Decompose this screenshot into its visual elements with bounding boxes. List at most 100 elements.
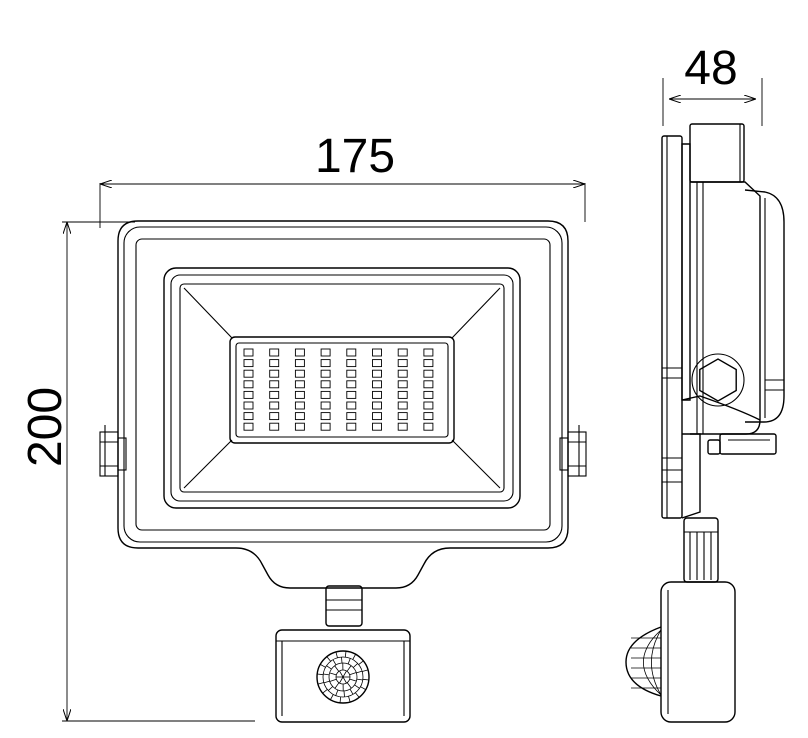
led-chip xyxy=(294,390,305,399)
led-chip xyxy=(320,380,331,389)
led-chip xyxy=(372,348,382,357)
lens-facet xyxy=(335,689,339,696)
led-chip xyxy=(320,369,331,378)
lens-facet xyxy=(317,682,324,685)
lens-facet xyxy=(342,676,347,684)
side-pir-lens-facets xyxy=(631,629,662,696)
lens-facet xyxy=(342,670,347,678)
lens-facet xyxy=(362,678,369,681)
side-bolt-washer xyxy=(691,353,745,407)
led-chip xyxy=(243,412,254,421)
led-chip xyxy=(423,380,434,389)
led-chip xyxy=(372,401,382,410)
lens-facet xyxy=(353,663,358,668)
hex-bolt-icon xyxy=(699,358,737,402)
lens-facet xyxy=(323,680,330,684)
led-chip xyxy=(320,412,331,421)
lens-facet xyxy=(349,672,357,676)
reflector-bevels xyxy=(183,287,501,489)
led-chip xyxy=(320,390,331,399)
lens-facet xyxy=(339,676,344,684)
lens-facet xyxy=(329,678,337,682)
led-chip xyxy=(269,380,280,389)
reflector-inner xyxy=(179,283,505,493)
led-chip xyxy=(346,401,357,410)
sensor-stem xyxy=(325,585,363,627)
lens-facet xyxy=(343,690,345,697)
led-chip xyxy=(320,359,331,368)
lens-facet xyxy=(339,696,342,703)
led-chip xyxy=(397,348,408,357)
lens-facet xyxy=(346,682,352,689)
led-chip xyxy=(269,369,280,378)
lens-facet xyxy=(347,658,351,665)
led-chip xyxy=(320,348,331,357)
lens-facet xyxy=(352,654,356,660)
led-chip xyxy=(423,348,434,357)
side-pir-lens-icon xyxy=(625,626,662,697)
led-chip xyxy=(423,401,434,410)
led-board-inner xyxy=(235,342,449,438)
led-chip xyxy=(243,348,254,357)
led-chip xyxy=(294,422,305,431)
led-chip xyxy=(243,369,254,378)
led-chip xyxy=(294,369,305,378)
left-bolt-icon xyxy=(99,431,127,477)
side-lens-arc xyxy=(643,629,662,696)
led-chip xyxy=(269,390,280,399)
lens-facet xyxy=(354,684,360,689)
side-rear-cap xyxy=(744,189,785,423)
lens-facet xyxy=(330,694,334,700)
lens-facet xyxy=(356,678,363,681)
lens-facet xyxy=(334,665,340,672)
led-chip xyxy=(397,359,408,368)
led-chip xyxy=(423,412,434,421)
led-chip xyxy=(243,359,254,368)
led-chip xyxy=(243,401,254,410)
lens-facet xyxy=(358,660,364,665)
lens-facet xyxy=(346,665,352,672)
lens-facet xyxy=(326,665,332,670)
lens-facet xyxy=(356,670,363,674)
led-chip xyxy=(397,390,408,399)
lens-facet xyxy=(339,670,344,678)
right-bolt-icon xyxy=(559,431,587,477)
led-chip xyxy=(397,401,408,410)
led-chip xyxy=(243,380,254,389)
led-chip xyxy=(269,422,280,431)
led-chip xyxy=(269,412,280,421)
led-chip xyxy=(320,422,331,431)
led-chip xyxy=(294,412,305,421)
height-value: 200 xyxy=(19,387,72,467)
led-chip xyxy=(243,422,254,431)
led-chip xyxy=(294,348,305,357)
lens-facet xyxy=(322,689,328,694)
led-chip xyxy=(372,369,382,378)
side-cable-neck xyxy=(681,433,701,519)
lens-facet xyxy=(328,686,333,691)
led-grid xyxy=(243,348,434,431)
lens-facet xyxy=(360,686,366,690)
led-chip xyxy=(372,359,382,368)
side-view xyxy=(625,123,785,723)
side-housing-body xyxy=(681,143,691,401)
housing-outline xyxy=(117,220,569,589)
height-dimension: 200 xyxy=(19,221,255,722)
housing-face xyxy=(135,238,551,531)
lens-facet xyxy=(326,656,331,662)
side-lower-curve xyxy=(681,395,761,421)
led-chip xyxy=(346,369,357,378)
led-board-outer xyxy=(229,336,455,444)
lens-facet xyxy=(335,651,338,658)
led-chip xyxy=(294,401,305,410)
led-chip xyxy=(346,390,357,399)
led-chip xyxy=(294,359,305,368)
lens-facet xyxy=(334,682,340,689)
led-chip xyxy=(423,359,434,368)
led-chip xyxy=(397,422,408,431)
depth-dimension: 48 xyxy=(662,42,763,126)
lens-facet xyxy=(323,673,330,676)
led-chip xyxy=(294,380,305,389)
pir-sensor-lens-icon xyxy=(316,650,370,704)
